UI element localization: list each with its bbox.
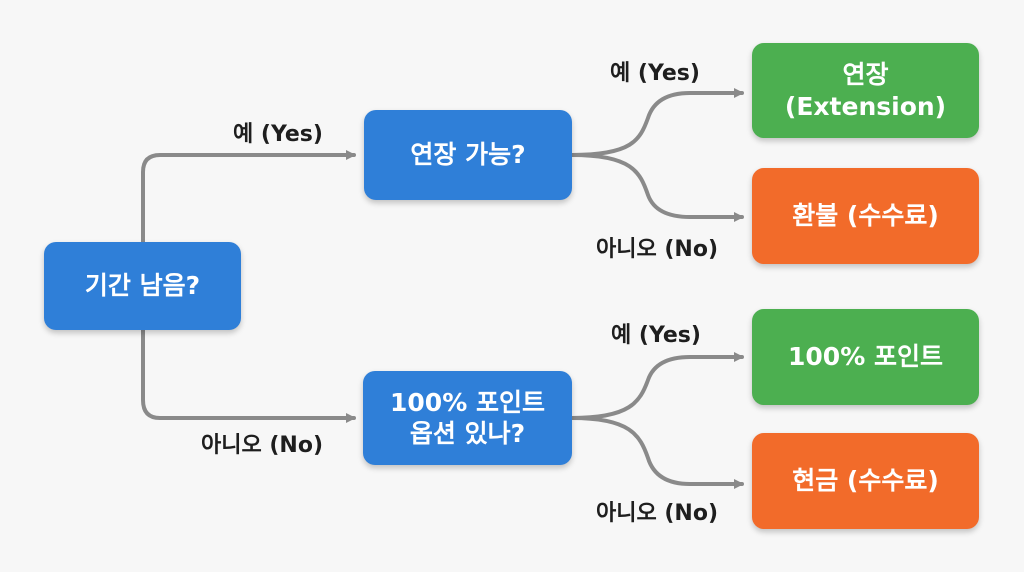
root-no-label: 아니오 (No) xyxy=(201,433,324,458)
refund-fee-result-node: 환불 (수수료) xyxy=(752,168,979,264)
extension-decision-node: 연장 가능? xyxy=(364,110,572,200)
points-decision-node: 100% 포인트 옵션 있나? xyxy=(363,371,572,465)
cash-fee-result-node: 현금 (수수료) xyxy=(752,433,979,529)
connector-points-yes xyxy=(570,352,744,420)
connector-root-yes xyxy=(141,150,356,244)
points-no-label: 아니오 (No) xyxy=(596,501,719,526)
root-yes-label: 예 (Yes) xyxy=(233,122,323,147)
connector-extension-yes xyxy=(570,88,744,157)
root-decision-node: 기간 남음? xyxy=(44,242,241,330)
connector-points-no xyxy=(570,416,744,489)
connector-extension-no xyxy=(570,153,744,222)
connector-root-no xyxy=(141,328,356,423)
points-yes-label: 예 (Yes) xyxy=(611,323,701,348)
extension-yes-label: 예 (Yes) xyxy=(610,61,700,86)
extension-result-node: 연장 (Extension) xyxy=(752,43,979,138)
points-result-node: 100% 포인트 xyxy=(752,309,979,405)
extension-no-label: 아니오 (No) xyxy=(596,237,719,262)
